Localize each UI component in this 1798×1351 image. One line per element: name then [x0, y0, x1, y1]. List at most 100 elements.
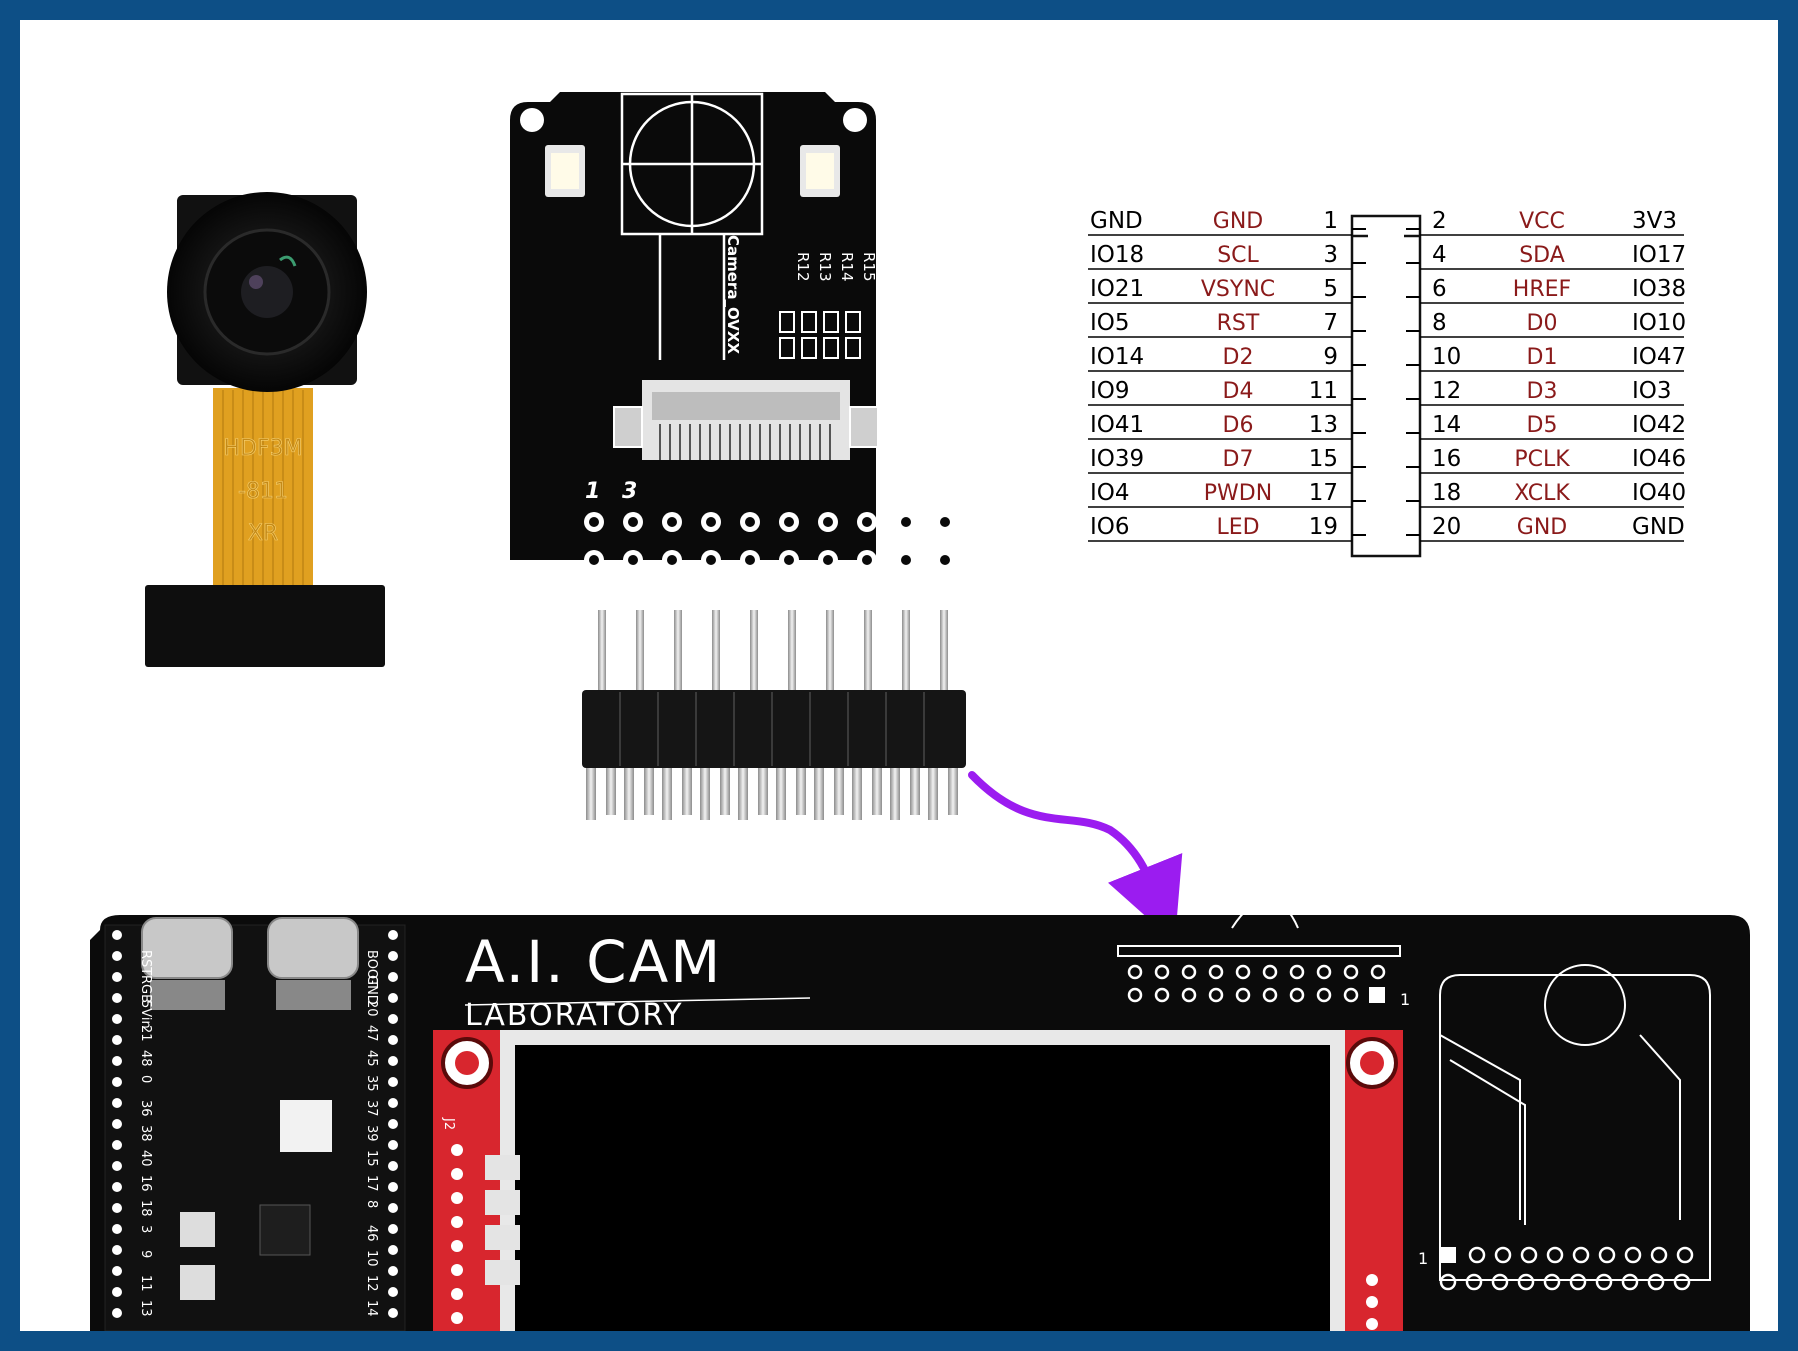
devkit-pin-label: 35 [364, 1075, 379, 1092]
left-signal: LED [1216, 515, 1259, 540]
right-signal: D0 [1527, 311, 1558, 336]
devkit-pin-label: 9 [138, 1250, 153, 1258]
left-signal: VSYNC [1201, 277, 1275, 302]
camera-module: HDF3M -811 XR [145, 192, 385, 667]
left-pin-number: 7 [1323, 310, 1338, 336]
right-io: IO38 [1632, 276, 1686, 302]
devkit-pin-label: 37 [364, 1100, 379, 1117]
resistor-label-r12: R12 [794, 252, 812, 282]
left-io: IO41 [1090, 412, 1144, 438]
devkit-pin-label: BOOT [364, 950, 379, 987]
left-pin-number: 5 [1323, 276, 1338, 302]
right-pin-number: 4 [1432, 242, 1447, 268]
devkit-pin-label: 0 [138, 1075, 153, 1083]
devkit-pin-label: 18 [138, 1200, 153, 1217]
left-pin-number: 15 [1309, 446, 1338, 472]
diagram-canvas: HDF3M -811 XR Camera_OVXX R12 R13 [90, 92, 1750, 1331]
board-title: A.I. CAM [465, 928, 722, 996]
devkit-pin-label: 13 [138, 1300, 153, 1317]
resistor-label-r13: R13 [816, 252, 834, 282]
devkit-pin-label: 12 [364, 1275, 379, 1292]
pin-label-19: 19 [925, 479, 956, 504]
right-signal: D5 [1527, 413, 1558, 438]
flex-label-line-2: -811 [238, 479, 288, 504]
camera-footprint-outline [1439, 964, 1711, 1281]
right-pin-number: 2 [1432, 208, 1447, 234]
boot-button [180, 1212, 215, 1247]
devkit-pin-label: 39 [364, 1125, 379, 1142]
right-signal: D3 [1527, 379, 1558, 404]
breakout-board: Camera_OVXX R12 R13 R14 R15 [510, 92, 956, 570]
connection-arrow [968, 771, 1183, 943]
flex-label-line-3: XR [248, 521, 278, 546]
right-signal: SDA [1519, 243, 1565, 268]
devkit-pin-label: 21 [138, 1025, 153, 1042]
board-label: Camera_OVXX [724, 235, 742, 354]
left-pin-number: 11 [1309, 378, 1338, 404]
devkit-pin-label: GND [364, 975, 379, 1005]
usb-c-port-left [141, 917, 233, 979]
lower-header-pin1-label: 1 [1418, 1249, 1428, 1268]
right-pin-number: 6 [1432, 276, 1447, 302]
right-signal: D1 [1527, 345, 1558, 370]
reset-button [180, 1265, 215, 1300]
right-io: IO17 [1632, 242, 1686, 268]
right-io: IO42 [1632, 412, 1686, 438]
devkit-pin-label: 10 [364, 1250, 379, 1267]
right-pin-number: 16 [1432, 446, 1461, 472]
main-board: A.I. CAM LABORATORY 1 1 [90, 898, 1750, 1331]
right-io: IO10 [1632, 310, 1686, 336]
fpc-connector [613, 380, 879, 460]
right-signal: PCLK [1514, 447, 1570, 472]
left-io: IO4 [1090, 480, 1130, 506]
right-signal: GND [1517, 515, 1567, 540]
header-pin1-label: 1 [1400, 990, 1410, 1009]
left-signal: D2 [1223, 345, 1254, 370]
right-pin-number: 14 [1432, 412, 1461, 438]
left-io: IO5 [1090, 310, 1130, 336]
left-pin-number: 9 [1323, 344, 1338, 370]
left-io: IO9 [1090, 378, 1130, 404]
flex-label-line-1: HDF3M [223, 436, 302, 461]
devkit-pin-label: 17 [364, 1175, 379, 1192]
right-pin-number: 12 [1432, 378, 1461, 404]
devkit-pin-label: RGB [138, 975, 153, 1003]
left-io: GND [1090, 208, 1143, 234]
right-signal: HREF [1513, 277, 1571, 302]
left-signal: RST [1217, 311, 1260, 336]
left-signal: D4 [1223, 379, 1254, 404]
devkit-pin-label: 36 [138, 1100, 153, 1117]
resistor-label-r14: R14 [838, 252, 856, 282]
devkit-pin-label: 40 [138, 1150, 153, 1167]
pinout-row: IO21 VSYNC 5 6 HREF IO38 [1088, 276, 1686, 304]
pin-label-17: 17 [886, 479, 917, 504]
devkit-pin-label: 46 [364, 1225, 379, 1242]
mount-hole-right [843, 108, 867, 132]
left-signal: D6 [1223, 413, 1254, 438]
devkit-pin-label: 14 [364, 1300, 379, 1317]
devkit-pin-label: 45 [364, 1050, 379, 1067]
pinout-row: IO5 RST 7 8 D0 IO10 [1088, 310, 1686, 338]
connector-symbol [1350, 214, 1422, 558]
usb-c-port-right [267, 917, 359, 979]
left-signal: D7 [1223, 447, 1254, 472]
right-pin-number: 8 [1432, 310, 1447, 336]
mount-hole-left [520, 108, 544, 132]
right-io: IO47 [1632, 344, 1686, 370]
devkit-pin-label: 3 [138, 1225, 153, 1233]
devkit-pin-label: 20 [364, 1000, 379, 1017]
sensor-outline [620, 92, 764, 360]
devkit-pin-label: 15 [364, 1150, 379, 1167]
devkit-pin-label: 48 [138, 1050, 153, 1067]
lcd-module: J2 [433, 1030, 1403, 1331]
left-io: IO21 [1090, 276, 1144, 302]
left-pin-number: 19 [1309, 514, 1338, 540]
left-pin-number: 1 [1323, 208, 1338, 234]
devkit-pin-label: 11 [138, 1275, 153, 1292]
devkit-pin-label: 38 [138, 1125, 153, 1142]
pin-label-3: 3 [622, 479, 637, 504]
